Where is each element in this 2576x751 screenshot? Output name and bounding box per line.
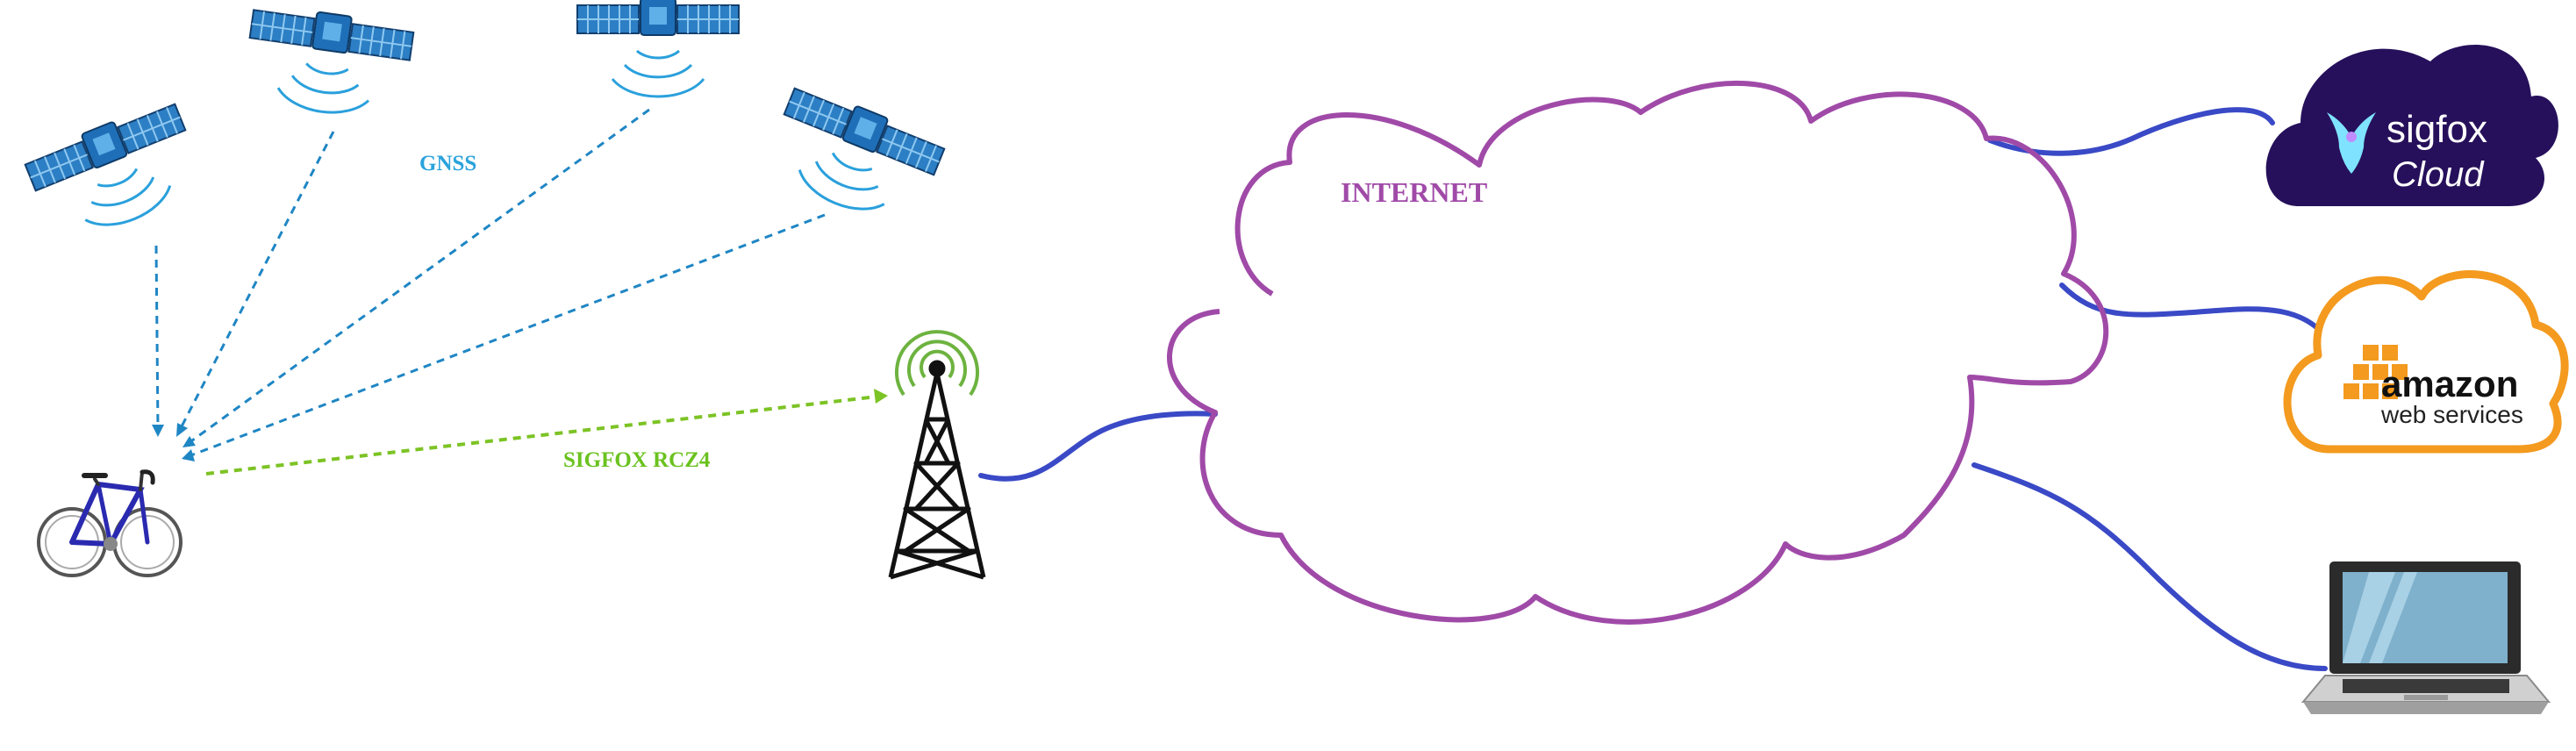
laptop-icon [2301,561,2551,714]
aws-logo: amazon web services [2283,270,2569,454]
radio-tower-icon [888,330,986,580]
arrowhead-icon [182,449,195,461]
sigfox-cloud-logo: sigfox Cloud [2265,44,2558,206]
arrowhead-icon [152,425,164,437]
satellite-icon [240,1,416,125]
gnss-link [188,213,826,458]
satellite-icon [21,96,211,251]
gnss-links [154,108,826,458]
gnss-link [154,245,160,431]
tower-uplink [978,411,1218,482]
sigfox-cloud-link [1987,107,2275,156]
arrowhead-icon [874,389,888,404]
aws-product-text: web services [2380,401,2523,428]
gnss-link [188,108,650,445]
internet-label: INTERNET [1341,176,1487,208]
bicycle-icon [37,469,182,577]
sigfox-brand-text: sigfox [2386,108,2487,151]
satellite-icon [759,80,948,235]
aws-link [2059,283,2336,352]
sigfox-link-label: SIGFOX RCZ4 [563,448,711,472]
satellite-icon [576,0,741,98]
gnss-link [178,131,335,431]
arrowhead-icon [176,423,188,437]
internet-cloud [1167,81,2109,625]
sigfox-product-text: Cloud [2392,155,2485,194]
laptop-link [1971,462,2328,671]
sigfox-icon [2327,112,2376,174]
sigfox-link [205,395,878,476]
arrowhead-icon [182,436,196,447]
aws-cubes-icon [2342,343,2409,401]
gnss-label: GNSS [419,152,476,175]
aws-brand-text: amazon [2381,363,2518,404]
